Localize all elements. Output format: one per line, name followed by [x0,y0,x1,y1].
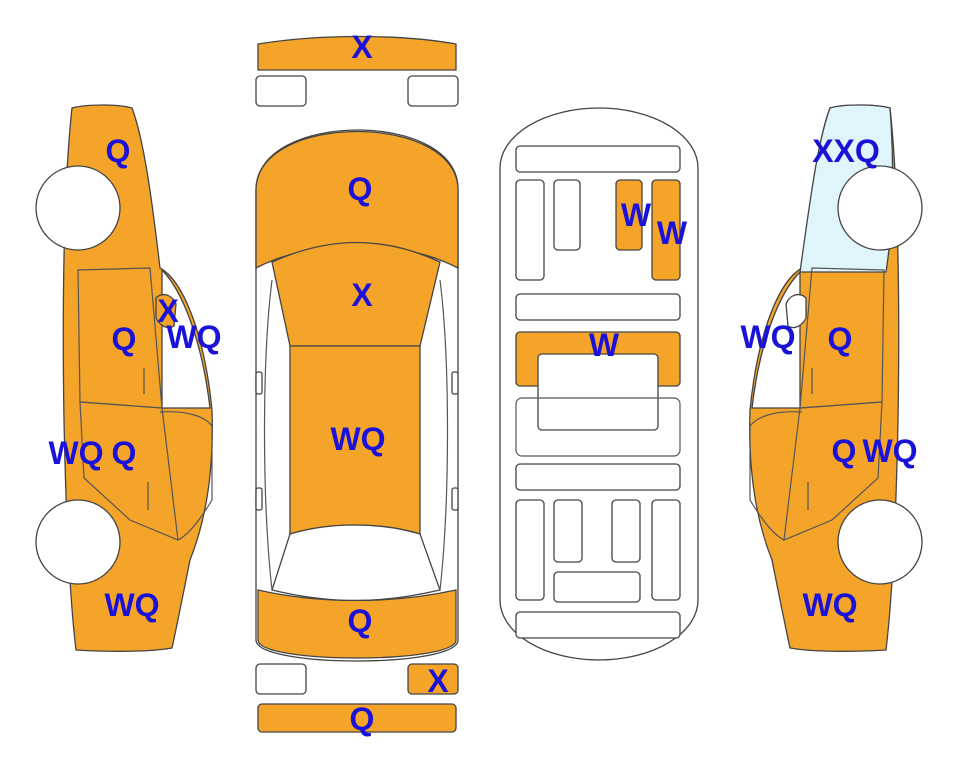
label-right-front-door-glass: WQ [740,319,795,355]
left-mirror-top [255,371,263,395]
label-right-rear-door-a: Q [832,433,857,469]
rear-shelf [553,571,641,603]
label-rear-bumper: Q [350,701,375,737]
label-left-rear-door-b: Q [112,435,137,471]
center-console [537,353,659,431]
right-rear-door-outline [783,401,883,541]
left-front-wheel [35,165,121,251]
label-left-front-fender: Q [106,133,131,169]
rear-bench [515,463,681,491]
cargo-area [515,611,681,639]
front-console [515,293,681,321]
headlight-right [407,75,459,107]
label-left-rear-door-a: WQ [48,435,103,471]
left-mirror[interactable] [155,293,177,329]
front-bumper[interactable] [257,35,457,71]
rear-glass [271,524,441,602]
label-roof: WQ [330,421,385,457]
rear-seat-right [651,499,681,601]
windshield[interactable] [271,241,441,347]
label-windshield: X [351,277,373,313]
right-handle-top [451,487,459,511]
label-left-front-door: Q [112,321,137,357]
label-hood: Q [348,171,373,207]
headlight-left [255,75,307,107]
interior-view: W W W [499,107,699,661]
label-seat-b: W [657,215,688,251]
right-mirror [785,293,807,329]
rear-light-left [255,663,307,695]
right-side-sill [439,279,449,591]
right-mirror-top [451,371,459,395]
rear-light-right[interactable] [407,663,459,695]
label-left-rear-fender: WQ [104,587,159,623]
label-rear-light-right: X [427,663,449,699]
right-rear-wheel [837,499,923,585]
label-right-rear-door-b: WQ [862,433,917,469]
left-rear-wheel [35,499,121,585]
left-side-view: Q X Q WQ WQ Q WQ [35,104,222,652]
rear-seat-cushion-left [553,499,583,563]
seat-b[interactable] [651,179,681,281]
label-front-bumper: X [351,29,373,65]
label-right-rear-fender: WQ [802,587,857,623]
label-right-front-glass: XXQ [812,133,880,169]
label-right-front-door: Q [828,321,853,357]
right-rear-glass-line [749,411,803,541]
seat-a[interactable] [615,179,643,251]
label-left-mirror: X [157,293,179,329]
rear-seat-cushion-right [611,499,641,563]
left-handle-top [255,487,263,511]
trunk[interactable] [257,589,457,659]
right-front-wheel [837,165,923,251]
driver-seat-left [515,179,545,281]
left-side-sill [263,279,273,591]
label-interior-floor: W [589,327,620,363]
label-seat-a: W [621,197,652,233]
rear-bumper[interactable] [257,703,457,733]
label-left-front-door-glass: WQ [166,319,221,355]
left-rear-glass-line [159,411,213,541]
rear-seat-left [515,499,545,601]
rear-seat-back [515,397,681,457]
label-trunk: Q [348,603,373,639]
right-side-view: XXQ WQ Q Q WQ WQ [740,104,923,652]
top-view: X Q X WQ Q X Q [255,29,459,737]
driver-seat-cushion [553,179,581,251]
left-rear-door-outline [79,401,179,541]
dashboard [515,145,681,173]
